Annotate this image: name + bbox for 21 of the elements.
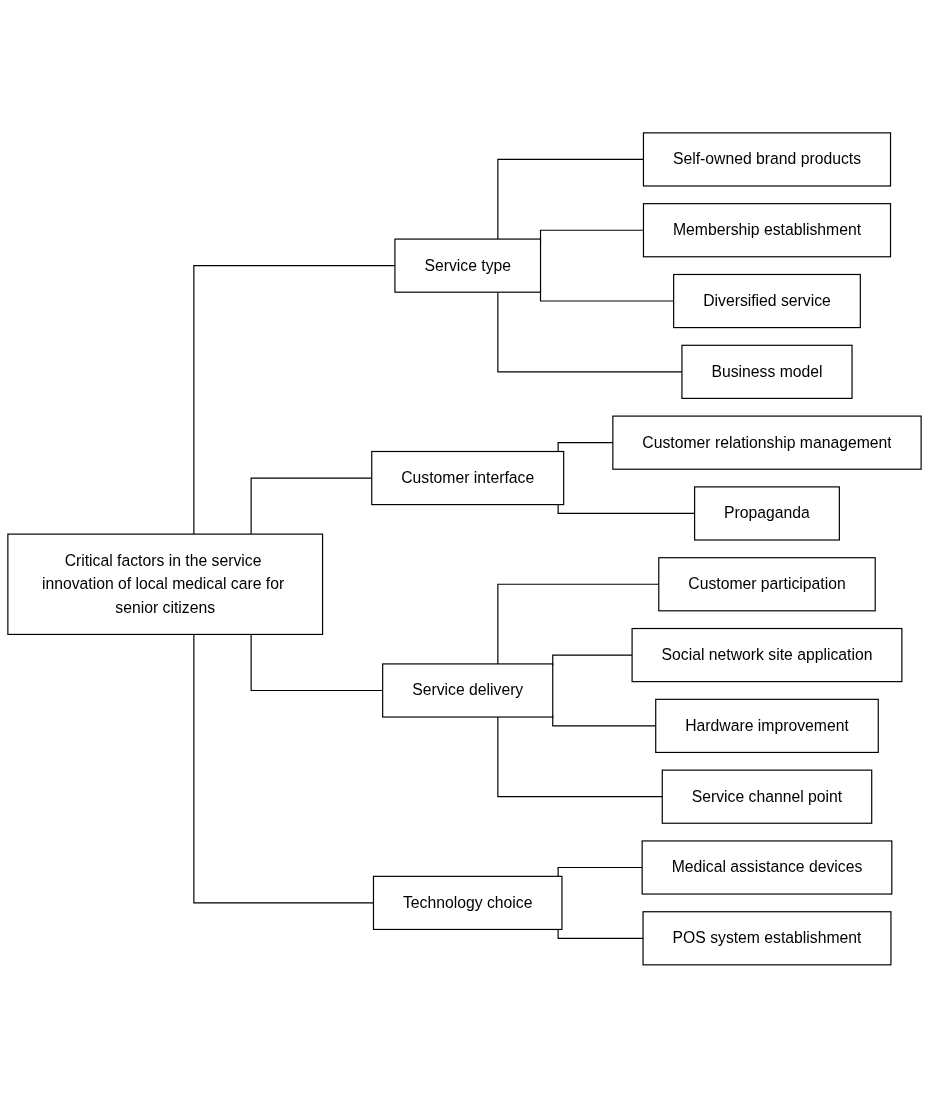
node-box: Customer participation	[658, 556, 876, 612]
connector	[557, 928, 644, 939]
node-box: Hardware improvement	[655, 698, 879, 753]
connector	[552, 654, 633, 666]
node-box: Business model	[681, 344, 853, 399]
node-box: Social network site application	[631, 627, 903, 682]
node-box: Technology choice	[372, 875, 563, 930]
node-box: Service channel point	[661, 769, 873, 824]
node-box: Self-owned brand products	[642, 131, 892, 187]
node-box: Medical assistance devices	[641, 840, 893, 895]
node-box: POS system establishment	[642, 910, 892, 966]
node-box: Membership establishment	[642, 202, 892, 257]
connector	[497, 716, 663, 797]
node-box: Service delivery	[382, 662, 554, 718]
node-box: Propaganda	[694, 485, 840, 541]
node-box: Diversified service	[673, 273, 861, 328]
node-box: Customer interface	[371, 450, 565, 505]
node-box: Critical factors in the service innovation of local medical care for senior citizens	[7, 533, 324, 635]
node-box: Customer relationship management	[612, 415, 922, 470]
connector	[557, 866, 643, 877]
node-box: Service type	[394, 238, 542, 293]
